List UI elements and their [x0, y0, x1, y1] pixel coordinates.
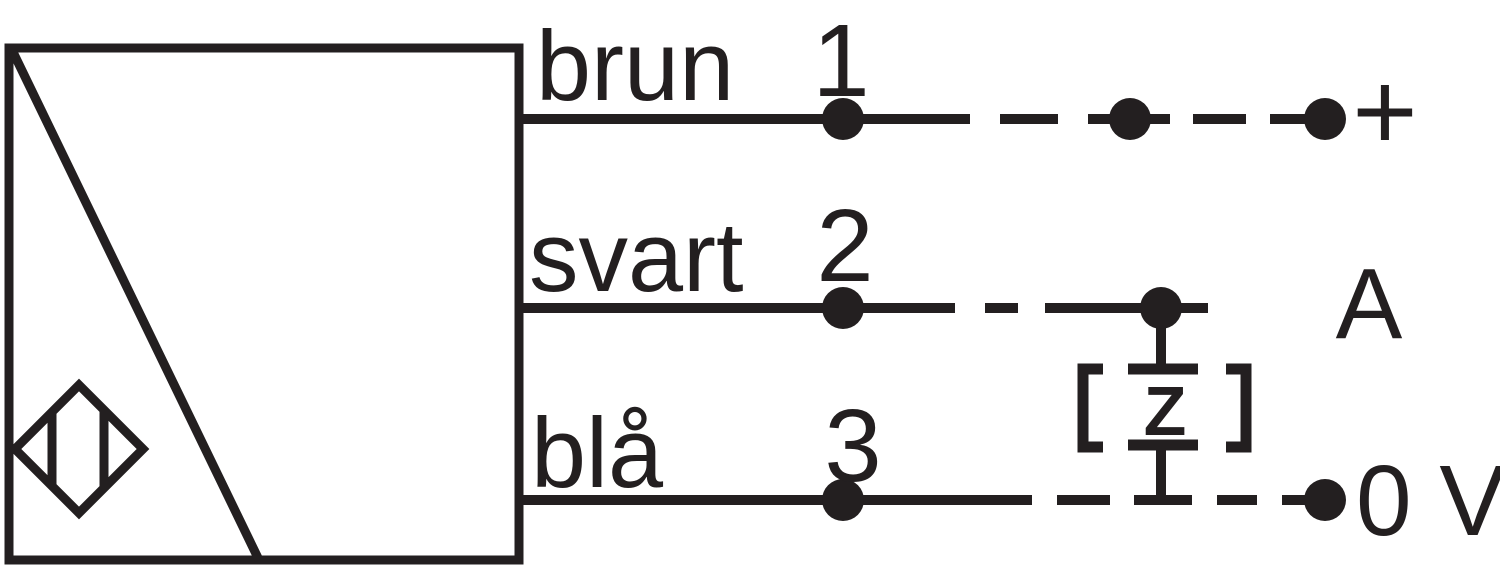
wire-label-svart: svart	[529, 201, 744, 312]
junction-dot	[1109, 98, 1151, 140]
load-symbol	[1077, 308, 1252, 500]
load-label: Z	[1144, 372, 1187, 450]
pin-number-1: 1	[812, 3, 869, 118]
junction-dot	[822, 479, 864, 521]
wire-label-bla: blå	[531, 397, 664, 508]
pin-number-2: 2	[816, 188, 873, 303]
junction-dot-load	[1140, 287, 1182, 329]
junction-dot	[822, 287, 864, 329]
terminal-dot-0v	[1304, 479, 1346, 521]
terminal-dot-plus	[1304, 98, 1346, 140]
terminal-plus-label: +	[1352, 49, 1417, 174]
sensor-box-diagonal	[8, 50, 264, 562]
terminal-a-label: A	[1336, 248, 1403, 360]
bracket-right-icon	[1226, 363, 1252, 453]
sensor-box	[4, 43, 524, 565]
pin-number-3: 3	[824, 388, 881, 503]
proximity-sensor-icon	[8, 378, 150, 520]
wire-label-brun: brun	[536, 10, 734, 121]
bracket-left-icon	[1077, 363, 1103, 453]
junction-dot	[822, 98, 864, 140]
terminal-0v-label: 0 V	[1356, 445, 1500, 557]
junction-dots	[822, 98, 1346, 521]
